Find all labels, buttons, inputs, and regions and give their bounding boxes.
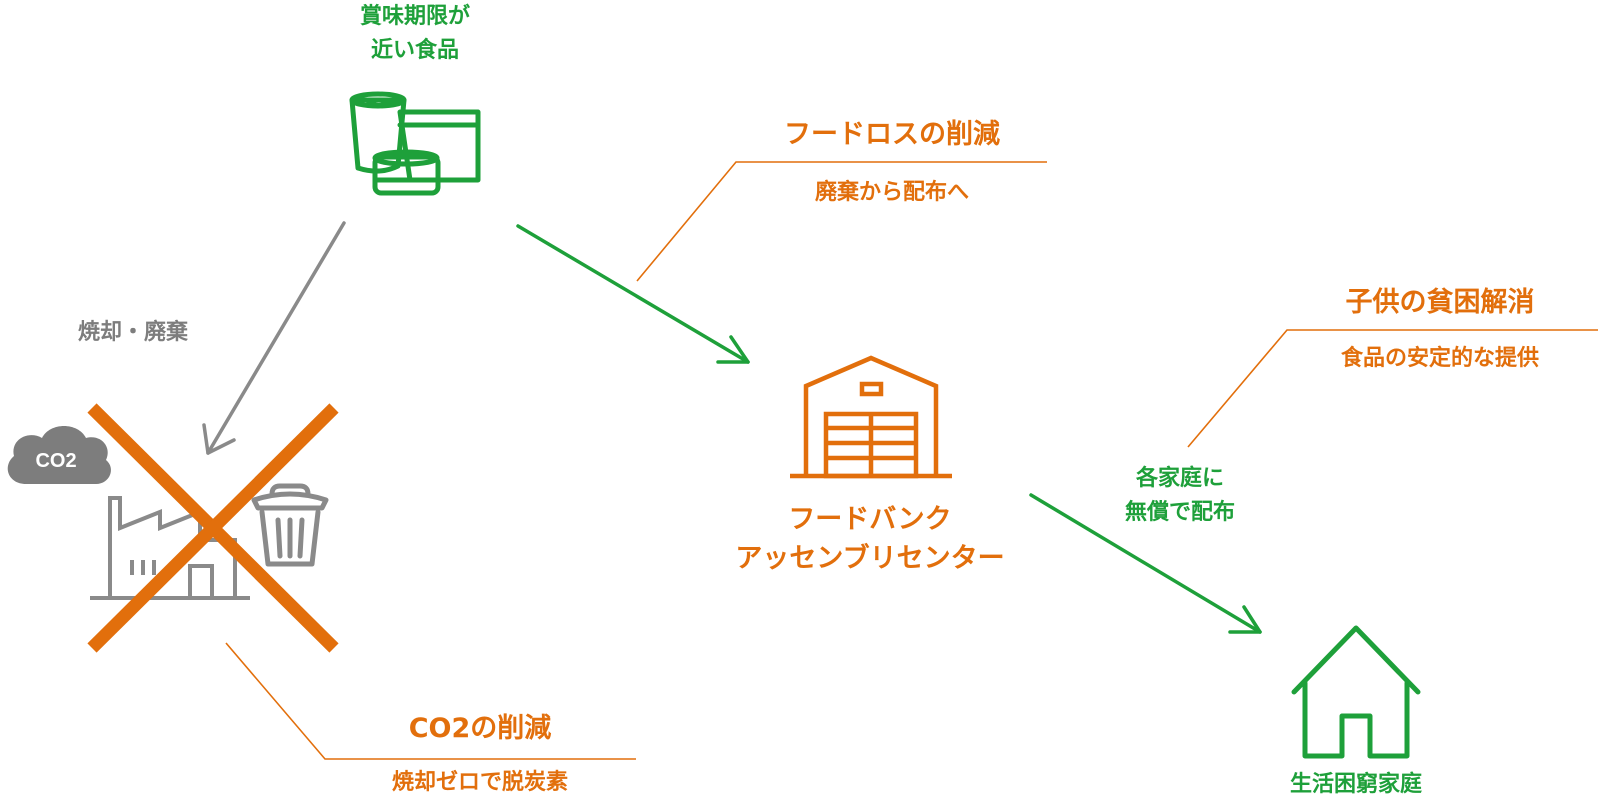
disposal-label: 焼却・廃棄 [78,320,189,345]
food-items-icon [349,91,481,196]
food-bank-label-line1: フードバンク [788,504,952,535]
distribution-label-line2: 無償で配布 [1124,500,1235,526]
food-loss-title: フードロスの削減 [784,119,1000,150]
child-poverty-subtitle: 食品の安定的な提供 [1340,346,1539,371]
cross-out-mark [87,403,339,653]
distribution-label: 各家庭に 無償で配布 [1090,462,1270,530]
food-bank-label: フードバンク アッセンブリセンター [690,500,1050,578]
co2-reduction-subtitle: 焼却ゼロで脱炭素 [391,770,568,795]
distribution-label-line1: 各家庭に [1135,466,1224,491]
warehouse-icon [790,355,952,479]
food-loss-subtitle: 廃棄から配布へ [814,180,969,205]
co2-reduction-title: CO2の削減 [408,713,552,744]
food-bank-label-line2: アッセンブリセンター [735,543,1005,575]
disposal-arrow [202,221,346,455]
co2-cloud-text: CO2 [35,450,76,472]
source-food-label-line2: 近い食品 [370,38,459,64]
source-food-label-line1: 賞味期限が [359,4,470,29]
destination-label: 生活困窮家庭 [1289,772,1422,797]
house-icon [1291,625,1421,759]
co2-reduction-leader-line [225,642,636,760]
trash-can-icon [251,483,329,567]
food-loss-leader-line [636,161,1047,282]
child-poverty-title: 子供の貧困解消 [1345,287,1535,318]
food-to-bank-arrow [516,224,750,364]
child-poverty-leader-line [1187,329,1598,448]
bank-to-home-arrow [1029,493,1262,634]
source-food-label: 賞味期限が 近い食品 [325,0,505,68]
co2-cloud-icon: CO2 [7,426,111,484]
